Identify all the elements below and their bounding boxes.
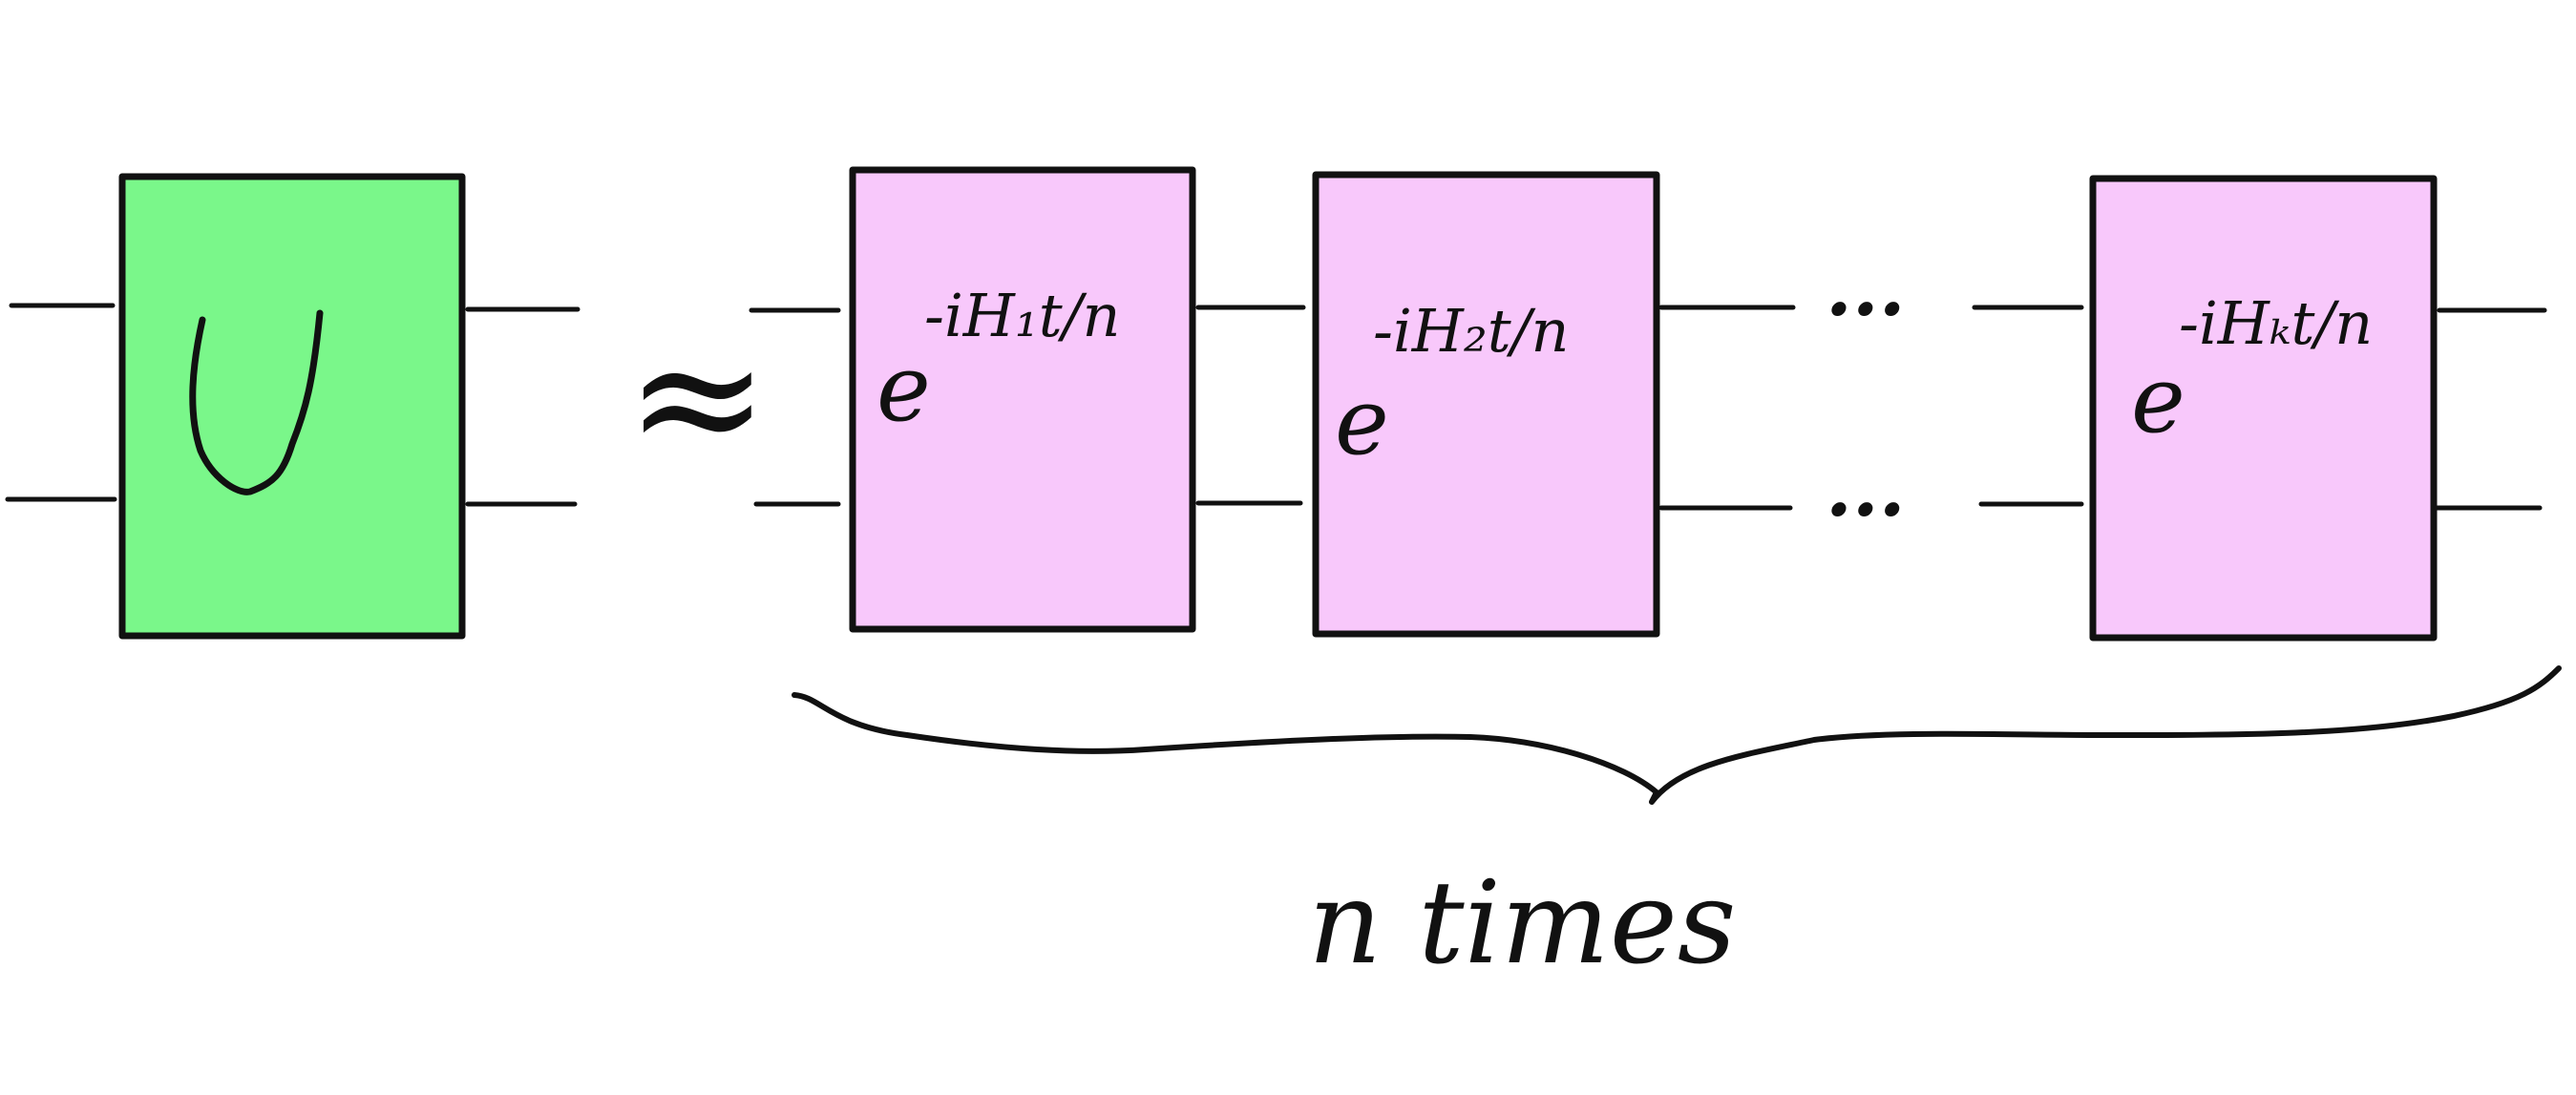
trotter-gate-k [2089, 175, 2438, 642]
gate-k-exponent: -iHₖt/n [2179, 288, 2373, 358]
trotter-gate-1 [849, 166, 1196, 633]
ellipsis-bottom: ... [1826, 444, 1906, 534]
brace-label: n times [1308, 857, 1736, 990]
trotter-gate-2 [1312, 171, 1660, 638]
gate-1-base: e [876, 335, 931, 442]
approx-symbol: ≈ [625, 298, 770, 497]
gate-k-base: e [2131, 347, 2185, 453]
gate-2-base: e [1335, 369, 1389, 475]
unitary-label: U [189, 309, 324, 495]
gate-1-exponent: -iH₁t/n [924, 281, 1120, 350]
curly-brace [792, 665, 2562, 805]
ellipsis-top: ... [1826, 243, 1906, 333]
unitary-box [118, 173, 466, 640]
gate-2-exponent: -iH₂t/n [1373, 296, 1569, 366]
